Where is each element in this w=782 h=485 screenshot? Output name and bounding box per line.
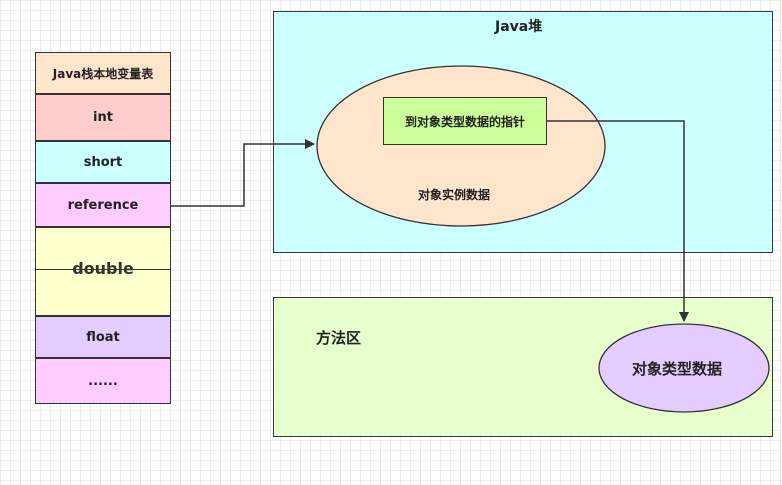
slot-short: short (35, 141, 171, 183)
slot-double-label: double (72, 259, 134, 278)
slot-float: float (35, 316, 171, 358)
reference-arrow (171, 139, 315, 207)
type-data-ellipse (598, 323, 770, 413)
type-pointer-box: 到对象类型数据的指针 (383, 97, 547, 145)
type-pointer-arrow (547, 120, 689, 322)
slot-int: int (35, 94, 171, 141)
slot-double: double (35, 227, 171, 316)
double-divider (36, 269, 170, 270)
java-heap-title: Java堆 (495, 19, 543, 35)
object-instance-label: 对象实例数据 (418, 188, 491, 202)
type-pointer-label: 到对象类型数据的指针 (404, 114, 525, 129)
type-data-label: 对象类型数据 (632, 360, 723, 378)
stack-header: Java栈本地变量表 (35, 52, 171, 94)
slot-reference: reference (35, 183, 171, 227)
slot-more: ...... (35, 358, 171, 404)
method-area-title: 方法区 (316, 329, 362, 347)
